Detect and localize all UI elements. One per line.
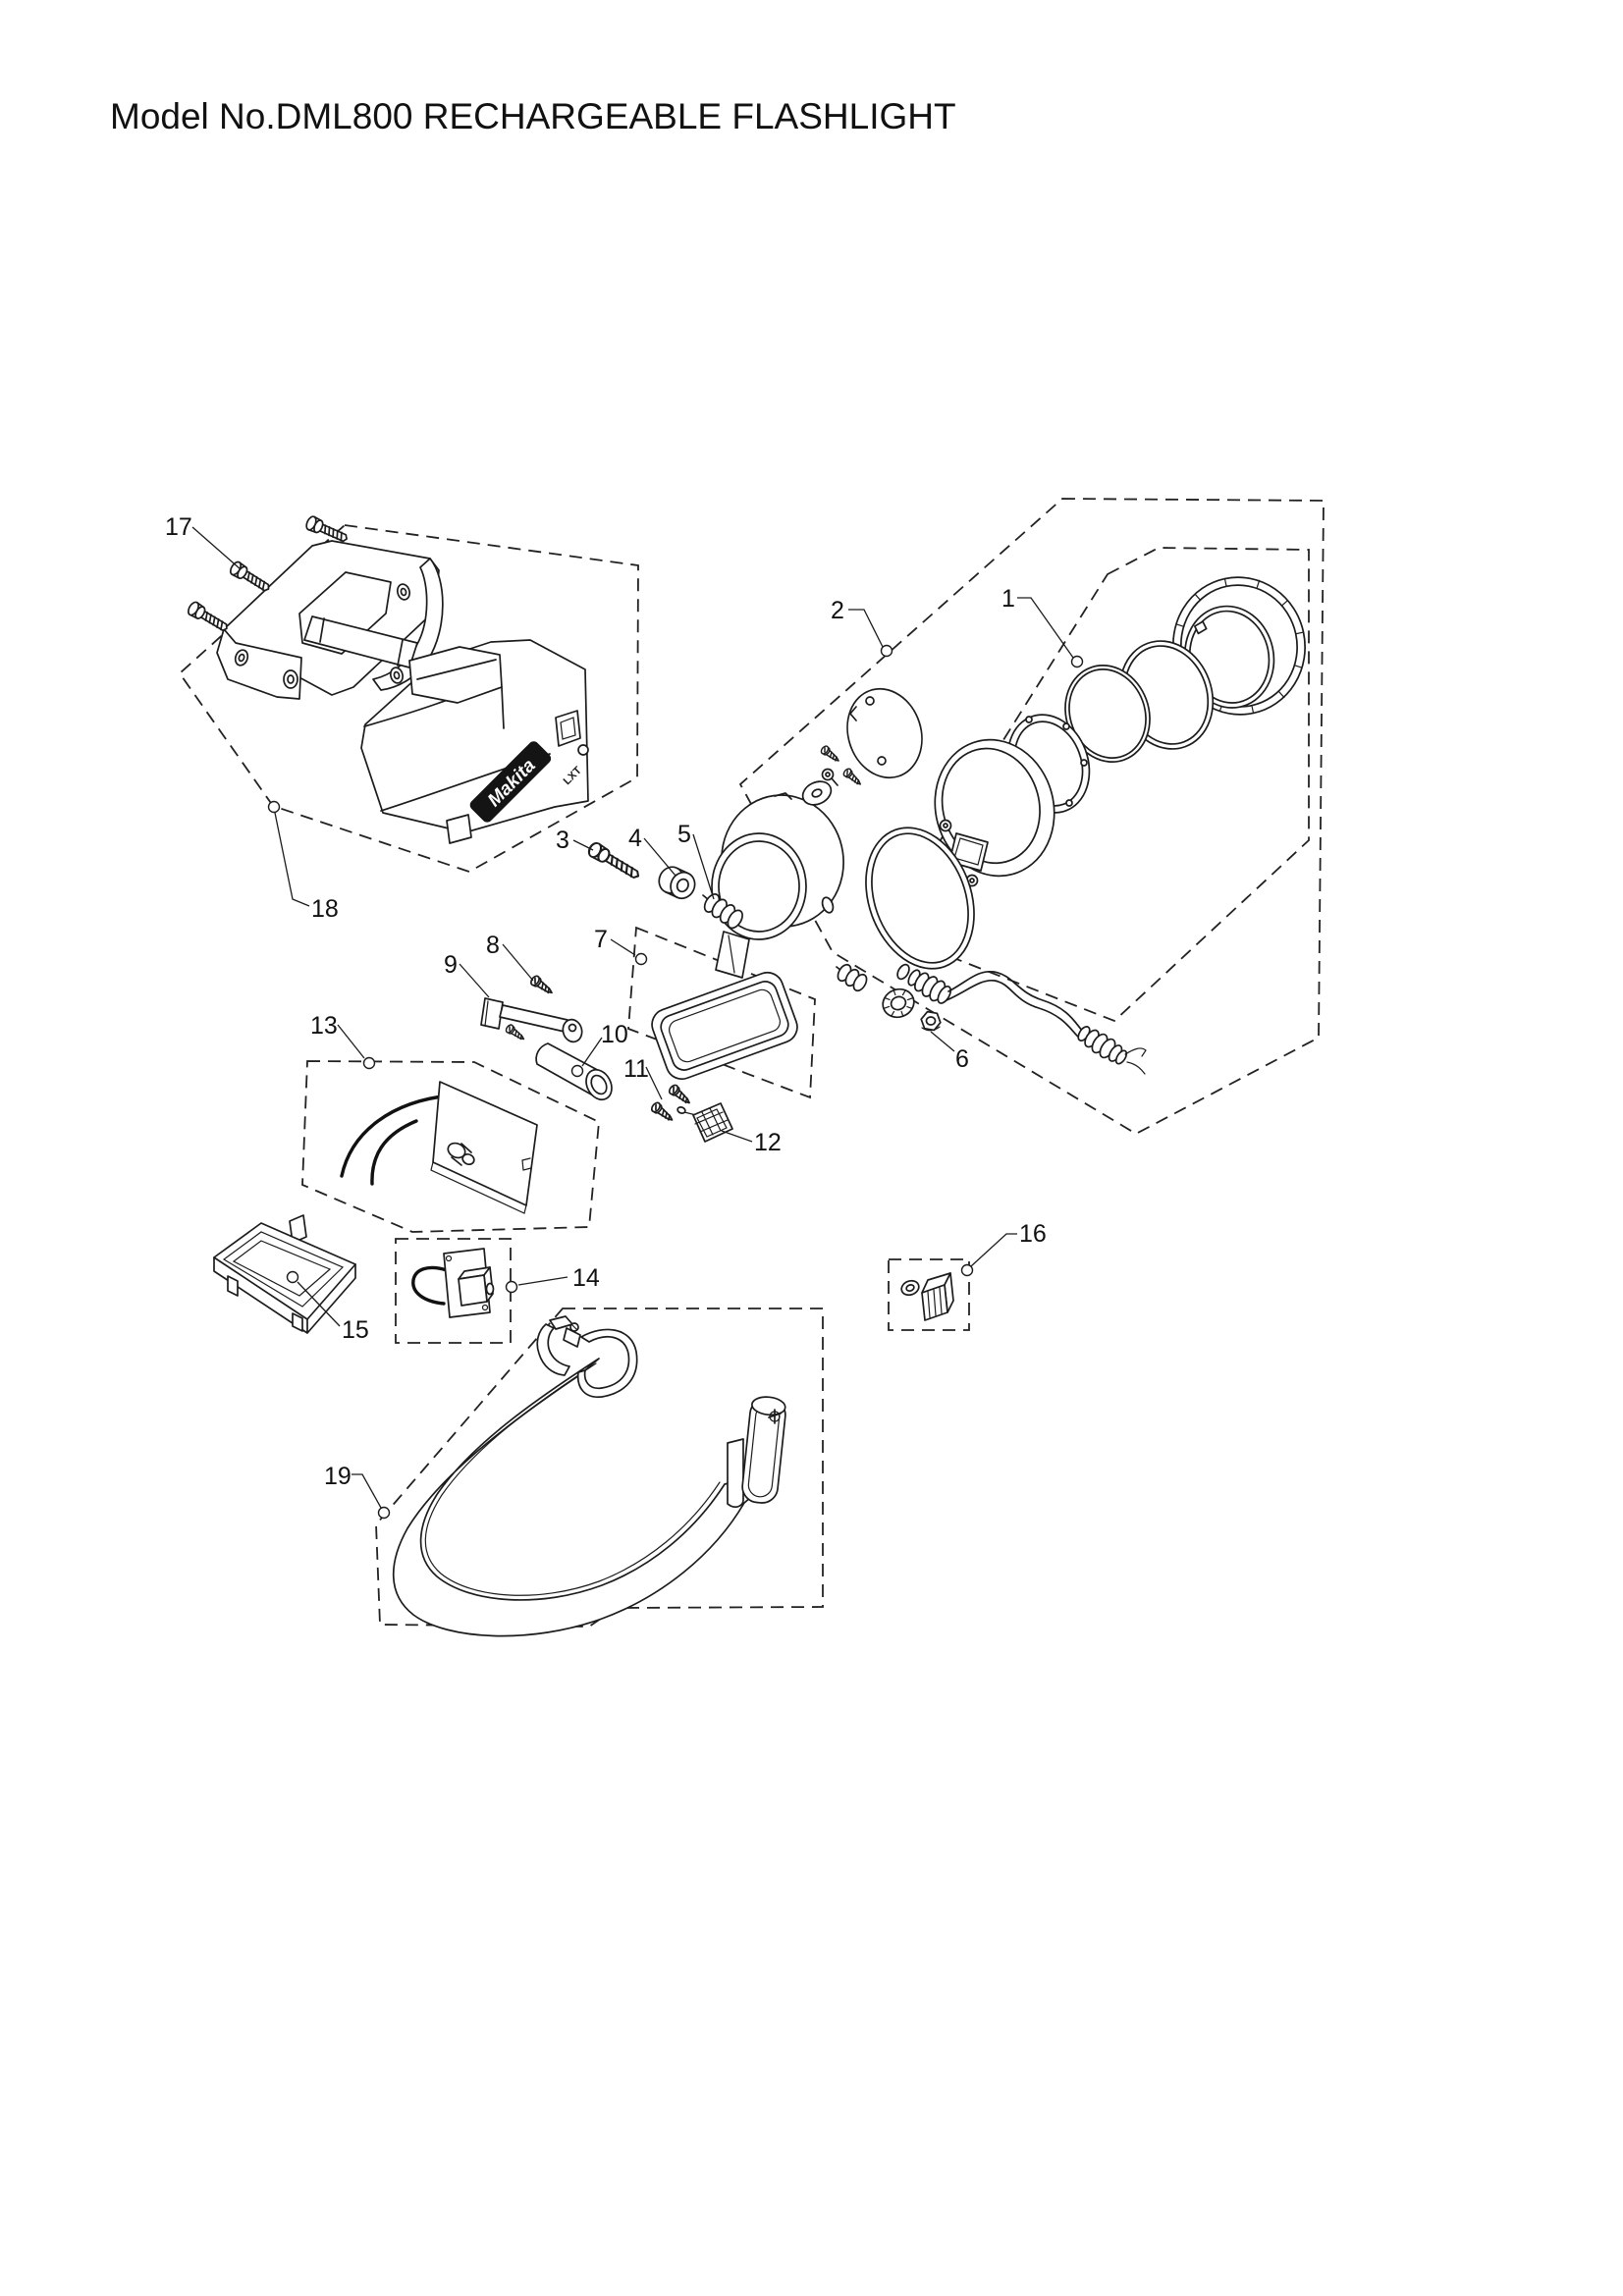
region-strap — [375, 1308, 824, 1628]
part-8-leader — [502, 943, 534, 982]
region-adapter — [178, 524, 639, 873]
region-lamp-outer — [738, 498, 1325, 1136]
button-16-drawing — [900, 1272, 954, 1321]
knurled-nut-drawing — [882, 988, 915, 1019]
part-8-label: 8 — [486, 932, 500, 959]
part-1-callout — [1070, 655, 1084, 668]
bracket-arm-group — [480, 973, 613, 1101]
part-5-leader — [692, 833, 715, 900]
part-6-leader — [930, 1031, 955, 1052]
tray-drawing — [213, 1214, 356, 1334]
strap-clip-right — [727, 1396, 786, 1509]
circuit-board-drawing — [340, 1081, 538, 1214]
adapter-bracket-drawing — [216, 540, 444, 700]
part-19-label: 19 — [324, 1463, 352, 1490]
part-16-leader — [970, 1233, 1017, 1267]
part-2-label: 2 — [831, 597, 844, 624]
nut-4-drawing — [658, 866, 696, 900]
part-13-label: 13 — [310, 1012, 338, 1040]
spring-5-drawing — [702, 893, 743, 930]
part-14-callout — [505, 1280, 518, 1294]
part-7-label: 7 — [594, 926, 608, 953]
region-board — [301, 1060, 600, 1233]
part-13-leader — [337, 1024, 365, 1059]
part-14-leader — [517, 1276, 568, 1286]
page-title: Model No.DML800 RECHARGEABLE FLASHLIGHT — [110, 96, 956, 136]
part-4-label: 4 — [628, 825, 642, 852]
part-10-callout — [570, 1064, 584, 1078]
part-14-label: 14 — [572, 1264, 600, 1292]
gasket-ring-drawing — [865, 827, 975, 970]
cable-spring-drawing — [836, 963, 868, 992]
part-2-callout — [880, 644, 893, 658]
part-9-leader — [459, 963, 490, 998]
part-1-label: 1 — [1001, 585, 1015, 613]
strap-clip-left — [536, 1315, 638, 1398]
part-18-callout — [267, 800, 281, 814]
part-10-leader — [581, 1037, 603, 1067]
cap-disc-drawing — [801, 687, 923, 806]
part-18-label: 18 — [311, 895, 339, 923]
part-18-leader — [274, 812, 310, 907]
part-9-label: 9 — [444, 951, 458, 979]
part-11-label: 11 — [623, 1055, 649, 1083]
adapter-body-drawing: Makita LXT — [360, 639, 589, 844]
part-12-leader — [721, 1130, 753, 1143]
part-19-callout — [377, 1506, 391, 1520]
part-12-label: 12 — [754, 1129, 782, 1156]
part-1-leader — [1017, 597, 1074, 659]
reflector-cone-drawing — [934, 738, 1055, 887]
rubber-pad-drawing — [651, 971, 798, 1081]
part-16-callout — [960, 1263, 974, 1277]
part-13-callout — [362, 1056, 376, 1070]
switch-assembly-14 — [411, 1248, 495, 1318]
part-3-leader — [572, 839, 594, 851]
power-cable-drawing — [896, 963, 1147, 1075]
lens-ring-a-drawing — [1064, 665, 1151, 763]
part-2-leader — [848, 609, 884, 648]
hex-nut-6-drawing — [920, 1010, 942, 1032]
part-11-leader — [645, 1066, 663, 1100]
part-5-label: 5 — [677, 821, 691, 848]
part-7-leader — [610, 938, 636, 956]
part-15-leader — [297, 1281, 341, 1327]
part-15-callout — [286, 1270, 299, 1284]
part-6-label: 6 — [955, 1045, 969, 1073]
region-button16 — [888, 1258, 970, 1331]
part-17-label: 17 — [165, 513, 192, 541]
part-19-leader — [352, 1473, 382, 1509]
part-3-label: 3 — [556, 827, 569, 854]
strap-drawing — [392, 1315, 786, 1637]
part-7-callout — [634, 952, 648, 966]
part-10-label: 10 — [601, 1021, 628, 1048]
part-16-label: 16 — [1019, 1220, 1047, 1248]
part-4-leader — [643, 837, 676, 877]
switch-12-group — [649, 1082, 733, 1143]
part-17-leader — [191, 526, 242, 570]
part-15-label: 15 — [342, 1316, 369, 1344]
